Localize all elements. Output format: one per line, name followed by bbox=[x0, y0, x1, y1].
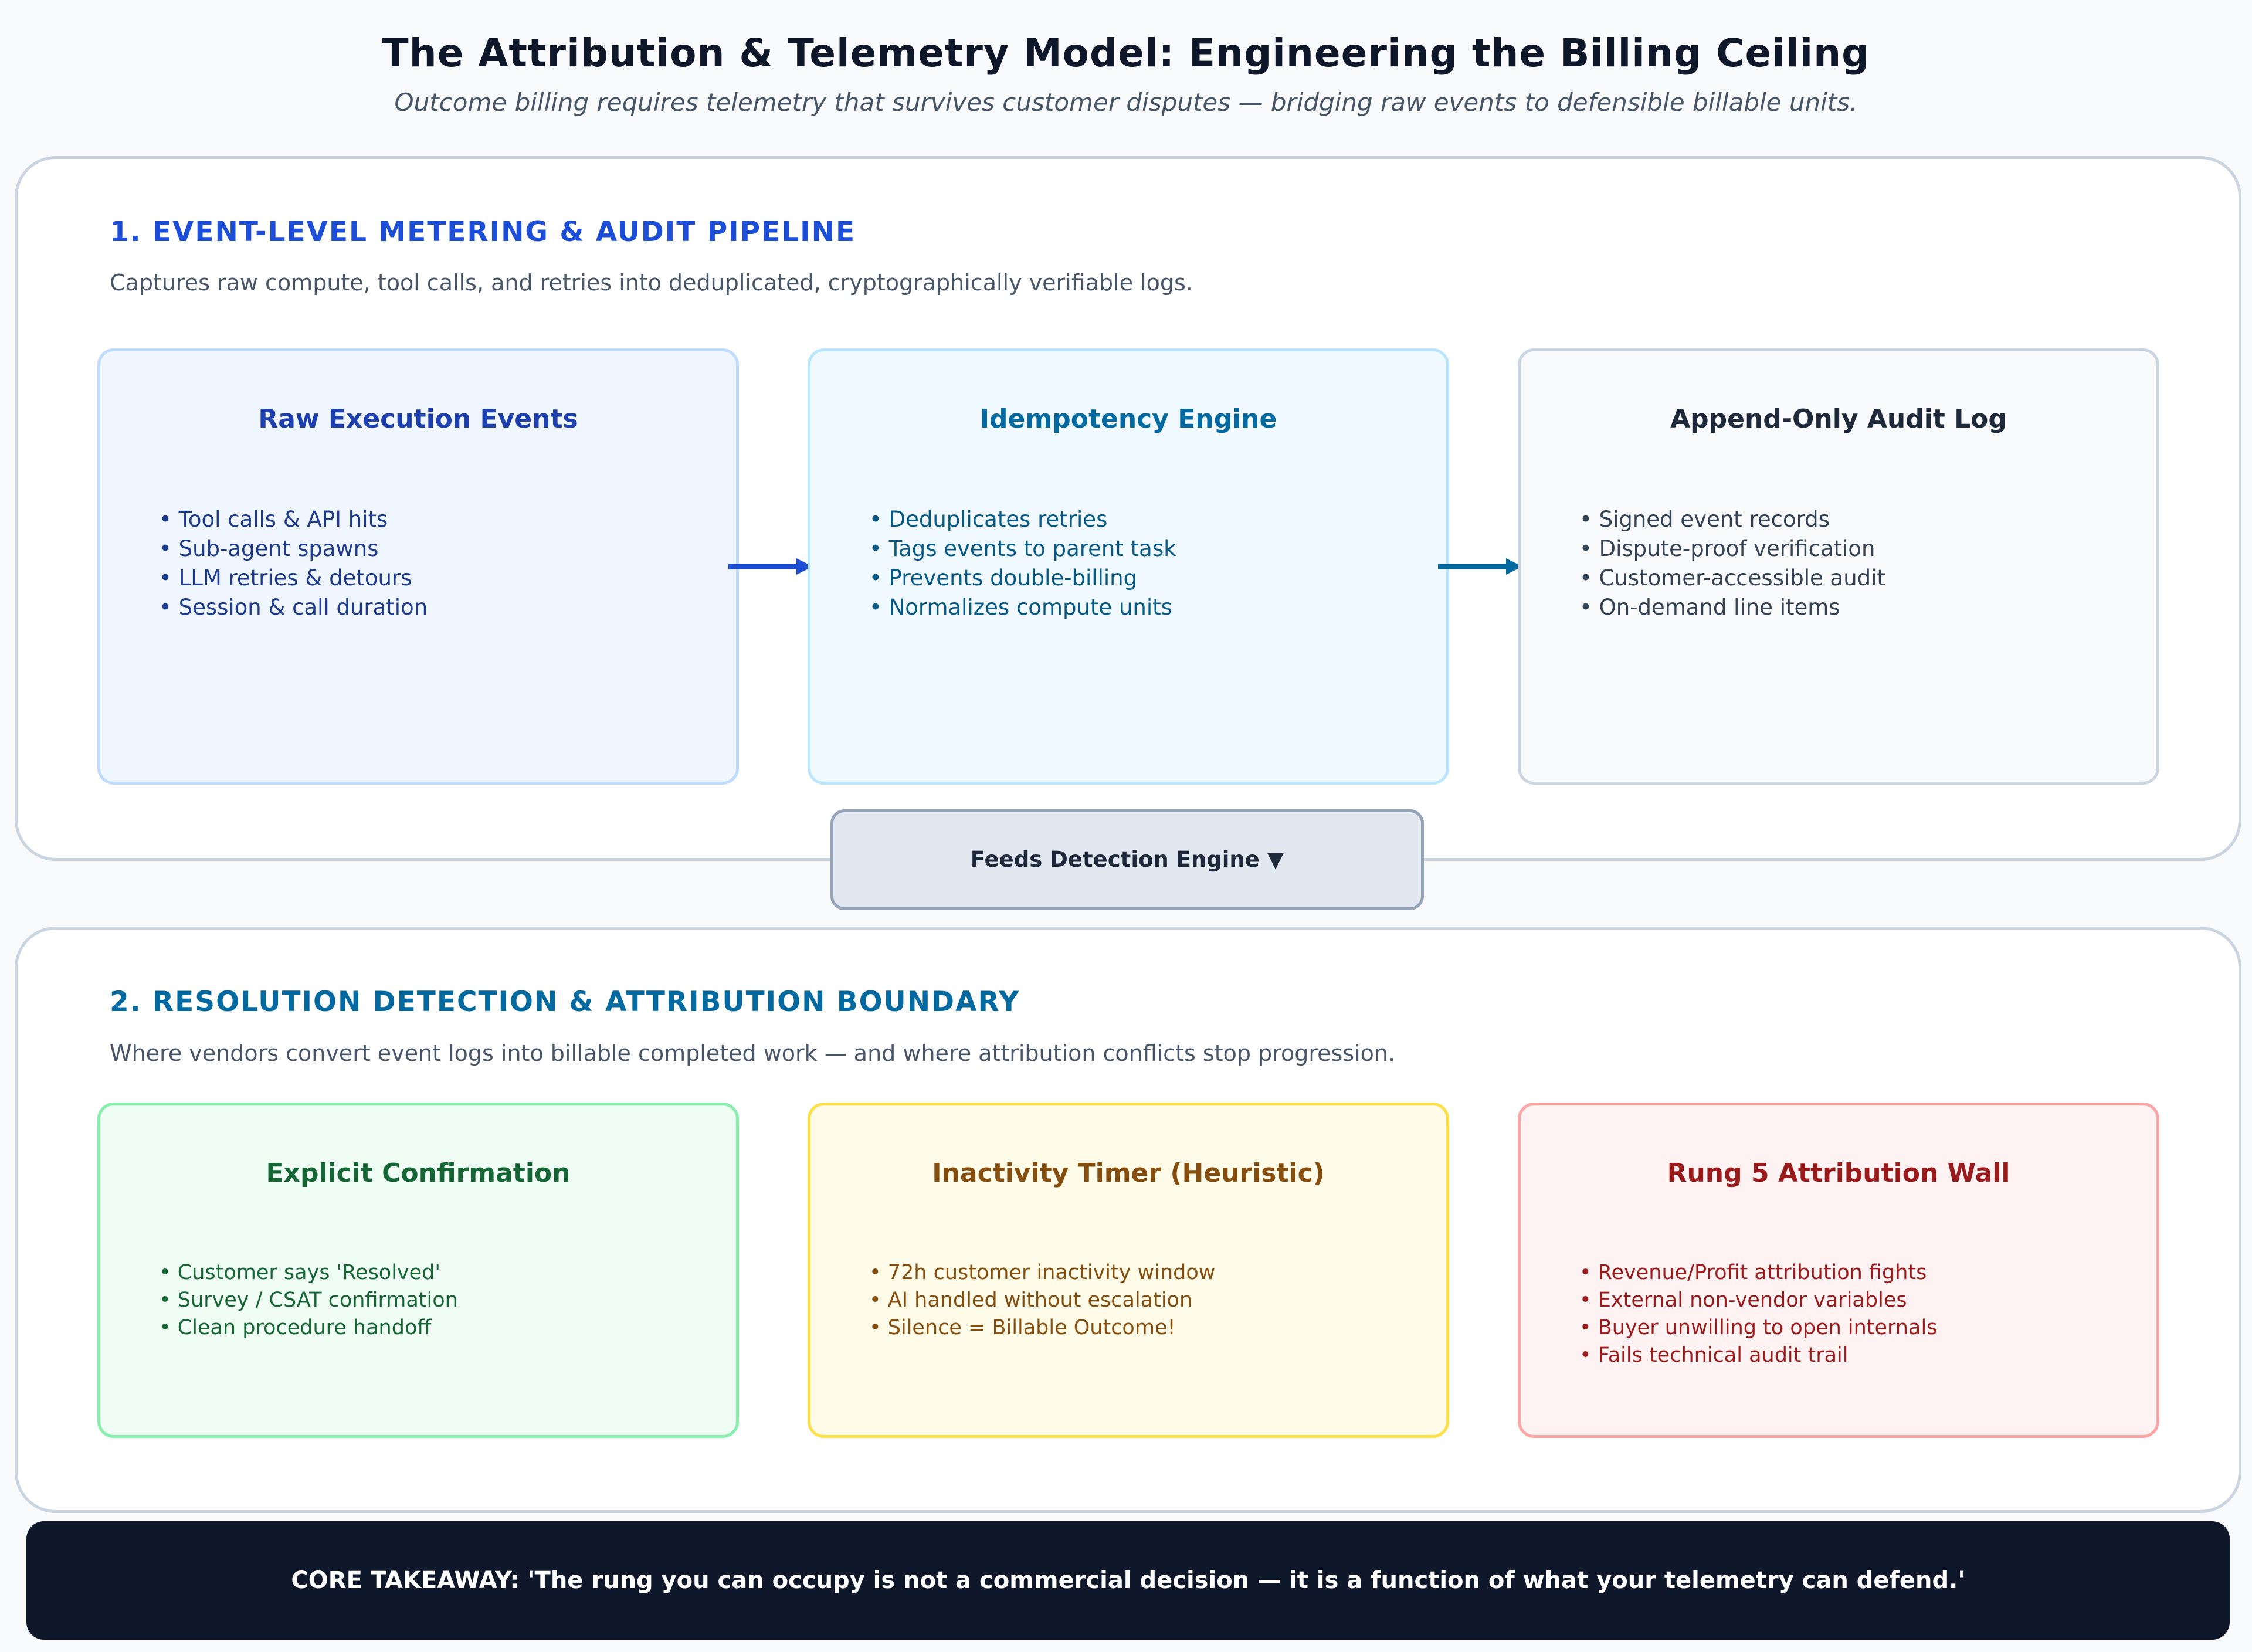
section2-heading: 2. RESOLUTION DETECTION & ATTRIBUTION BO… bbox=[110, 986, 1020, 1018]
card-title: Inactivity Timer (Heuristic) bbox=[932, 1158, 1325, 1188]
list-item: • Prevents double-billing bbox=[869, 565, 1138, 591]
list-item: • LLM retries & detours bbox=[159, 565, 412, 591]
list-item: • Customer says 'Resolved' bbox=[159, 1261, 441, 1284]
list-item: • Tool calls & API hits bbox=[159, 507, 388, 532]
section2-description: Where vendors convert event logs into bi… bbox=[110, 1040, 1396, 1066]
list-item: • Customer-accessible audit bbox=[1579, 565, 1885, 591]
card-title: Explicit Confirmation bbox=[266, 1158, 571, 1188]
audit-log-card: Append-Only Audit Log • Signed event rec… bbox=[1518, 348, 2159, 785]
explicit-confirmation-card: Explicit Confirmation • Customer says 'R… bbox=[97, 1103, 739, 1438]
list-item: • Buyer unwilling to open internals bbox=[1579, 1316, 1938, 1339]
list-item: • Clean procedure handoff bbox=[159, 1316, 432, 1339]
card-title: Rung 5 Attribution Wall bbox=[1667, 1158, 2010, 1188]
attribution-wall-card: Rung 5 Attribution Wall • Revenue/Profit… bbox=[1518, 1103, 2159, 1438]
card-bullet-list: • Tool calls & API hits • Sub-agent spaw… bbox=[159, 505, 713, 622]
section1-heading: 1. EVENT-LEVEL METERING & AUDIT PIPELINE bbox=[110, 216, 856, 248]
card-title: Append-Only Audit Log bbox=[1670, 404, 2007, 434]
list-item: • On-demand line items bbox=[1579, 595, 1840, 620]
page-title: The Attribution & Telemetry Model: Engin… bbox=[382, 30, 1870, 76]
core-takeaway-banner: CORE TAKEAWAY: 'The rung you can occupy … bbox=[26, 1521, 2230, 1640]
list-item: • Session & call duration bbox=[159, 595, 428, 620]
list-item: • External non-vendor variables bbox=[1579, 1288, 1907, 1312]
card-title: Idempotency Engine bbox=[979, 404, 1277, 434]
card-bullet-list: • Deduplicates retries • Tags events to … bbox=[869, 505, 1423, 622]
card-title: Raw Execution Events bbox=[258, 404, 578, 434]
list-item: • Silence = Billable Outcome! bbox=[869, 1316, 1176, 1339]
idempotency-engine-card: Idempotency Engine • Deduplicates retrie… bbox=[808, 348, 1449, 785]
list-item: • Dispute-proof verification bbox=[1579, 536, 1875, 561]
list-item: • Tags events to parent task bbox=[869, 536, 1176, 561]
card-bullet-list: • Signed event records • Dispute-proof v… bbox=[1579, 505, 2133, 622]
list-item: • Signed event records bbox=[1579, 507, 1830, 532]
list-item: • Sub-agent spawns bbox=[159, 536, 379, 561]
inactivity-timer-card: Inactivity Timer (Heuristic) • 72h custo… bbox=[808, 1103, 1449, 1438]
card-bullet-list: • Revenue/Profit attribution fights • Ex… bbox=[1579, 1259, 2133, 1369]
flow-arrow-icon bbox=[728, 558, 813, 575]
feeds-detection-engine-connector: Feeds Detection Engine ▼ bbox=[830, 809, 1424, 910]
list-item: • Deduplicates retries bbox=[869, 507, 1108, 532]
raw-execution-events-card: Raw Execution Events • Tool calls & API … bbox=[97, 348, 739, 785]
page-subtitle: Outcome billing requires telemetry that … bbox=[394, 88, 1858, 117]
section1-description: Captures raw compute, tool calls, and re… bbox=[110, 270, 1193, 296]
list-item: • AI handled without escalation bbox=[869, 1288, 1193, 1312]
list-item: • 72h customer inactivity window bbox=[869, 1261, 1216, 1284]
card-bullet-list: • 72h customer inactivity window • AI ha… bbox=[869, 1259, 1423, 1342]
list-item: • Revenue/Profit attribution fights bbox=[1579, 1261, 1927, 1284]
list-item: • Survey / CSAT confirmation bbox=[159, 1288, 458, 1312]
card-bullet-list: • Customer says 'Resolved' • Survey / CS… bbox=[159, 1259, 713, 1342]
flow-arrow-icon bbox=[1438, 558, 1522, 575]
list-item: • Normalizes compute units bbox=[869, 595, 1172, 620]
list-item: • Fails technical audit trail bbox=[1579, 1344, 1849, 1367]
